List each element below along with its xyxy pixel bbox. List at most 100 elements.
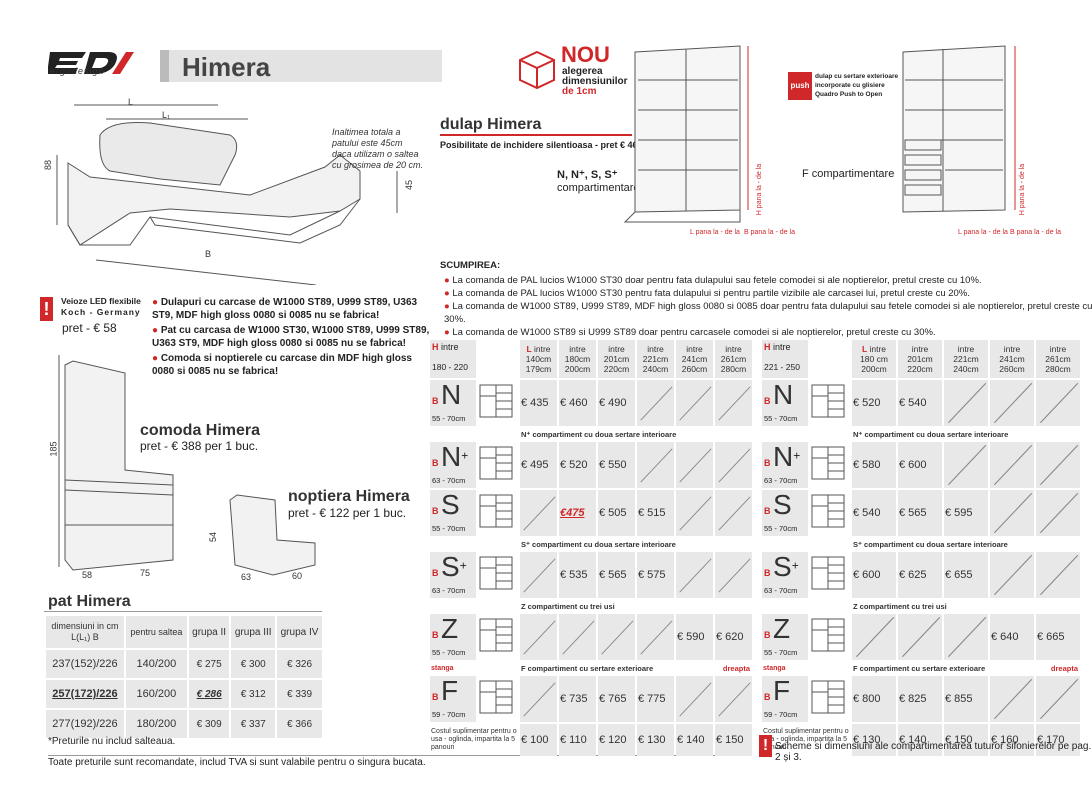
nou-label: NOU [561,42,610,67]
wardrobe-schema-icon [810,676,850,722]
price-cell: € 665 [1036,614,1080,660]
comoda-price: pret - € 388 per 1 buc. [140,439,259,453]
list-item: ● La comanda de W1000 ST89, U999 ST89, M… [444,301,1092,325]
page-title-bar: Himera [160,50,442,82]
footer-note: Toate preturile sunt recomandate, includ… [48,757,426,768]
scumpirea-list: ● La comanda de PAL lucios W1000 ST30 do… [432,274,1092,339]
dulap-B-left: B pana la - de la [744,229,795,236]
dim-54: 54 [208,531,219,543]
empty-cell [715,676,752,722]
wardrobe-schema-icon [810,490,850,536]
dim-75: 75 [140,568,151,578]
price-cell: € 460 [559,380,596,426]
empty-cell [1036,380,1080,426]
wardrobe-schema-icon [478,676,518,722]
empty-cell [852,614,896,660]
empty-cell [520,552,557,598]
table-row: B N+63 - 70cm€ 580€ 600 [762,442,1080,488]
cost-cell: € 130 [852,724,896,756]
price-cell: € 580 [852,442,896,488]
comoda-noptiera-drawing [58,355,316,576]
empty-cell [990,552,1034,598]
dim-60: 60 [292,571,303,581]
dim-88: 88 [43,159,54,171]
row-type: B S+63 - 70cm [430,552,476,598]
wardrobe-schema-icon [478,552,518,598]
noptiera-price: pret - € 122 per 1 buc. [288,506,407,520]
price-cell: € 600 [852,552,896,598]
dim-185: 185 [48,441,59,457]
dim-58: 58 [82,570,93,580]
comoda-title: comoda Himera [140,422,261,439]
wardrobe-drawing-left [623,45,749,223]
price-cell: € 765 [598,676,635,722]
price-cell: € 540 [898,380,942,426]
warning-icon: ! [40,297,53,321]
price-cell: € 435 [520,380,557,426]
dulap-types-left2: compartimentare [557,182,640,194]
empty-cell [1036,676,1080,722]
wardrobe-schema-icon [810,380,850,426]
list-item: ● La comanda de PAL lucios W1000 ST30 do… [444,275,982,286]
dim-L: L [128,97,134,107]
price-cell: € 550 [598,442,635,488]
price-cell: € 595 [944,490,988,536]
wardrobe-drawing-right [902,45,1016,213]
empty-cell [637,614,674,660]
empty-cell [676,676,713,722]
price-cell: € 625 [898,552,942,598]
price-cell: € 490 [598,380,635,426]
dim-63: 63 [241,572,252,582]
dulap-B-right: B pana la - de la [1010,229,1061,236]
note-item: ● Comoda si noptierele cu carcase din MD… [152,353,412,377]
brand-logo [48,52,134,74]
empty-cell [676,552,713,598]
price-cell: € 775 [637,676,674,722]
led-info: Veioze LED flexibile Koch - Germany [61,296,141,317]
dulap-h-label-right: H pana la - de la [1019,163,1027,216]
pat-header-g4: grupa IV [277,616,322,648]
dulap-types-left: N, N⁺, S, S⁺ [557,169,618,181]
empty-cell [944,442,988,488]
empty-cell [520,614,557,660]
empty-cell [715,442,752,488]
noptiera-title: noptiera Himera [288,488,410,505]
wardrobe-schema-icon [478,614,518,660]
empty-cell [990,490,1034,536]
cost-cell: € 130 [637,724,674,756]
empty-cell [990,442,1034,488]
empty-cell [676,442,713,488]
cost-cell: € 100 [520,724,557,756]
price-cell: € 640 [990,614,1034,660]
price-cell: € 620 [715,614,752,660]
price-cell: € 535 [559,552,596,598]
dulap-subtitle: Posibilitate de inchidere silentioasa - … [440,140,638,150]
dulap-L-left: L pana la - de la [690,229,740,236]
cost-cell: € 140 [676,724,713,756]
empty-cell [715,552,752,598]
price-cell: € 495 [520,442,557,488]
empty-cell [990,380,1034,426]
row-type: B S+63 - 70cm [762,552,808,598]
dim-45: 45 [404,179,415,191]
list-item: ● La comanda de PAL lucios W1000 ST30 pe… [444,288,970,299]
cost-cell: € 170 [1036,724,1080,756]
wardrobe-schema-icon [478,442,518,488]
pat-note: *Preturile nu includ salteaua. [48,736,176,747]
brand-name: ergodesign [50,66,105,76]
